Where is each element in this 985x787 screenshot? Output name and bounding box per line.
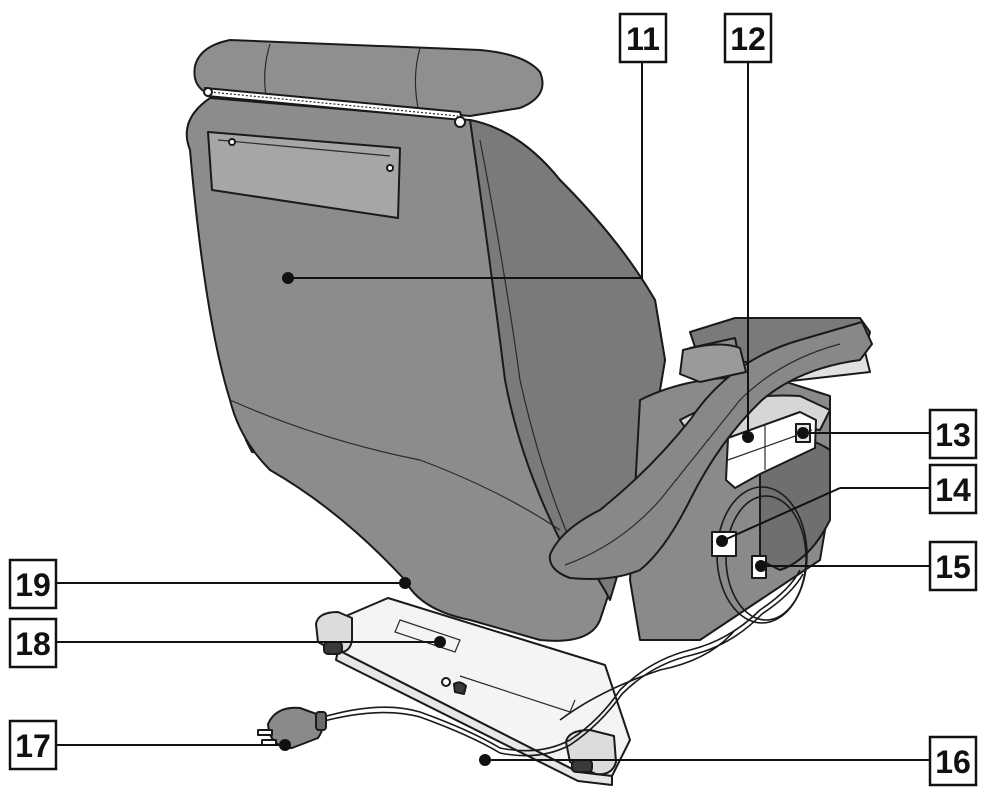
leader-dot-15 (755, 560, 767, 572)
leader-dot-11 (282, 272, 294, 284)
power-plug-icon (257, 706, 327, 749)
callout-14: 14 (928, 463, 978, 515)
callout-17: 17 (8, 719, 58, 771)
callout-12: 12 (723, 12, 773, 64)
callout-19: 19 (8, 558, 58, 610)
callout-16: 16 (928, 735, 978, 787)
leader-dot-14 (716, 535, 728, 547)
near-armrest (548, 321, 873, 580)
leader-lines (57, 63, 930, 766)
leader-dot-13 (797, 427, 809, 439)
callout-11-label: 11 (626, 21, 660, 57)
callout-18-label: 18 (15, 626, 51, 662)
chair-backrest (185, 97, 666, 642)
callout-16-label: 16 (935, 744, 971, 780)
callout-17-label: 17 (15, 728, 51, 764)
callout-18: 18 (8, 617, 58, 669)
callout-11: 11 (618, 12, 668, 64)
callout-14-label: 14 (935, 472, 971, 508)
headrest (193, 39, 544, 128)
callout-12-label: 12 (730, 21, 766, 57)
callout-15: 15 (928, 540, 978, 592)
leader-dot-19 (399, 577, 411, 589)
callout-15-label: 15 (935, 549, 971, 585)
leader-dot-17 (279, 739, 291, 751)
callout-19-label: 19 (15, 567, 51, 603)
callout-13-label: 13 (935, 417, 971, 453)
leader-dot-12 (742, 431, 754, 443)
power-cord (319, 569, 804, 757)
leader-dot-16 (479, 754, 491, 766)
leader-dot-18 (434, 636, 446, 648)
callout-13: 13 (928, 408, 978, 460)
